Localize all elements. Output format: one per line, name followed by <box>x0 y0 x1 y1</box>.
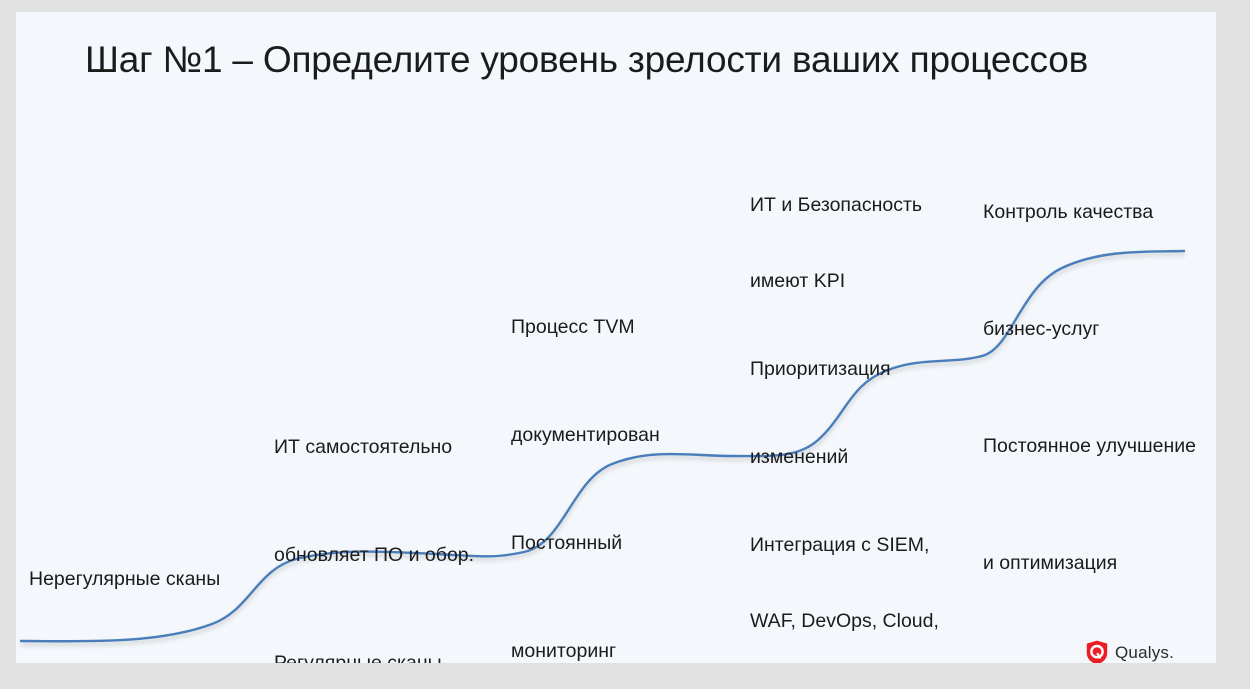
maturity-curve-line <box>19 249 1186 643</box>
stage-line: Регулярные сканы <box>274 652 442 663</box>
stage-block-measured: ИТ и Безопасность имеют KPI Приоритизаци… <box>750 144 939 663</box>
stage-line: Процесс TVM <box>511 316 635 338</box>
stage-block-managed: ИТ самостоятельно обновляет ПО и обор. Р… <box>274 357 474 663</box>
stage-line: Контроль качества <box>983 201 1154 223</box>
maturity-curve-chart <box>19 249 1186 643</box>
stage-line: Приоритизация <box>750 358 891 380</box>
qualys-shield-icon <box>1086 640 1108 663</box>
qualys-wordmark: Qualys. <box>1115 642 1175 662</box>
stage-line: имеют KPI <box>750 270 846 292</box>
slide-surface: Шаг №1 – Определите уровень зрелости ваш… <box>16 12 1216 663</box>
stage-line: обновляет ПО и обор. <box>274 544 475 566</box>
stage-line: документирован <box>511 424 660 446</box>
stage-block-defined: Процесс TVM документирован Постоянный мо… <box>511 237 685 663</box>
stage-block-initial: Нерегулярные сканы Нет инвентаризации Не… <box>29 492 220 663</box>
stage-line: ИТ и Безопасность <box>750 194 923 216</box>
qualys-logo: Qualys. <box>1086 640 1174 663</box>
stage-line: Постоянный <box>511 532 623 554</box>
stage-line: Интеграция с SIEM, <box>750 534 930 556</box>
stage-line: изменений <box>750 446 849 468</box>
stage-line: ИТ самостоятельно <box>274 436 453 458</box>
stage-line: Постоянное улучшение <box>983 435 1196 457</box>
page-title: Шаг №1 – Определите уровень зрелости ваш… <box>85 39 1089 80</box>
stage-block-optimizing: Контроль качества бизнес-услуг Постоянно… <box>983 115 1196 661</box>
stage-line: и оптимизация <box>983 552 1118 574</box>
stage-line: WAF, DevOps, Cloud, <box>750 610 939 632</box>
stage-line: бизнес-услуг <box>983 318 1100 340</box>
stage-line: Нерегулярные сканы <box>29 568 221 590</box>
stage-line: мониторинг <box>511 640 617 662</box>
